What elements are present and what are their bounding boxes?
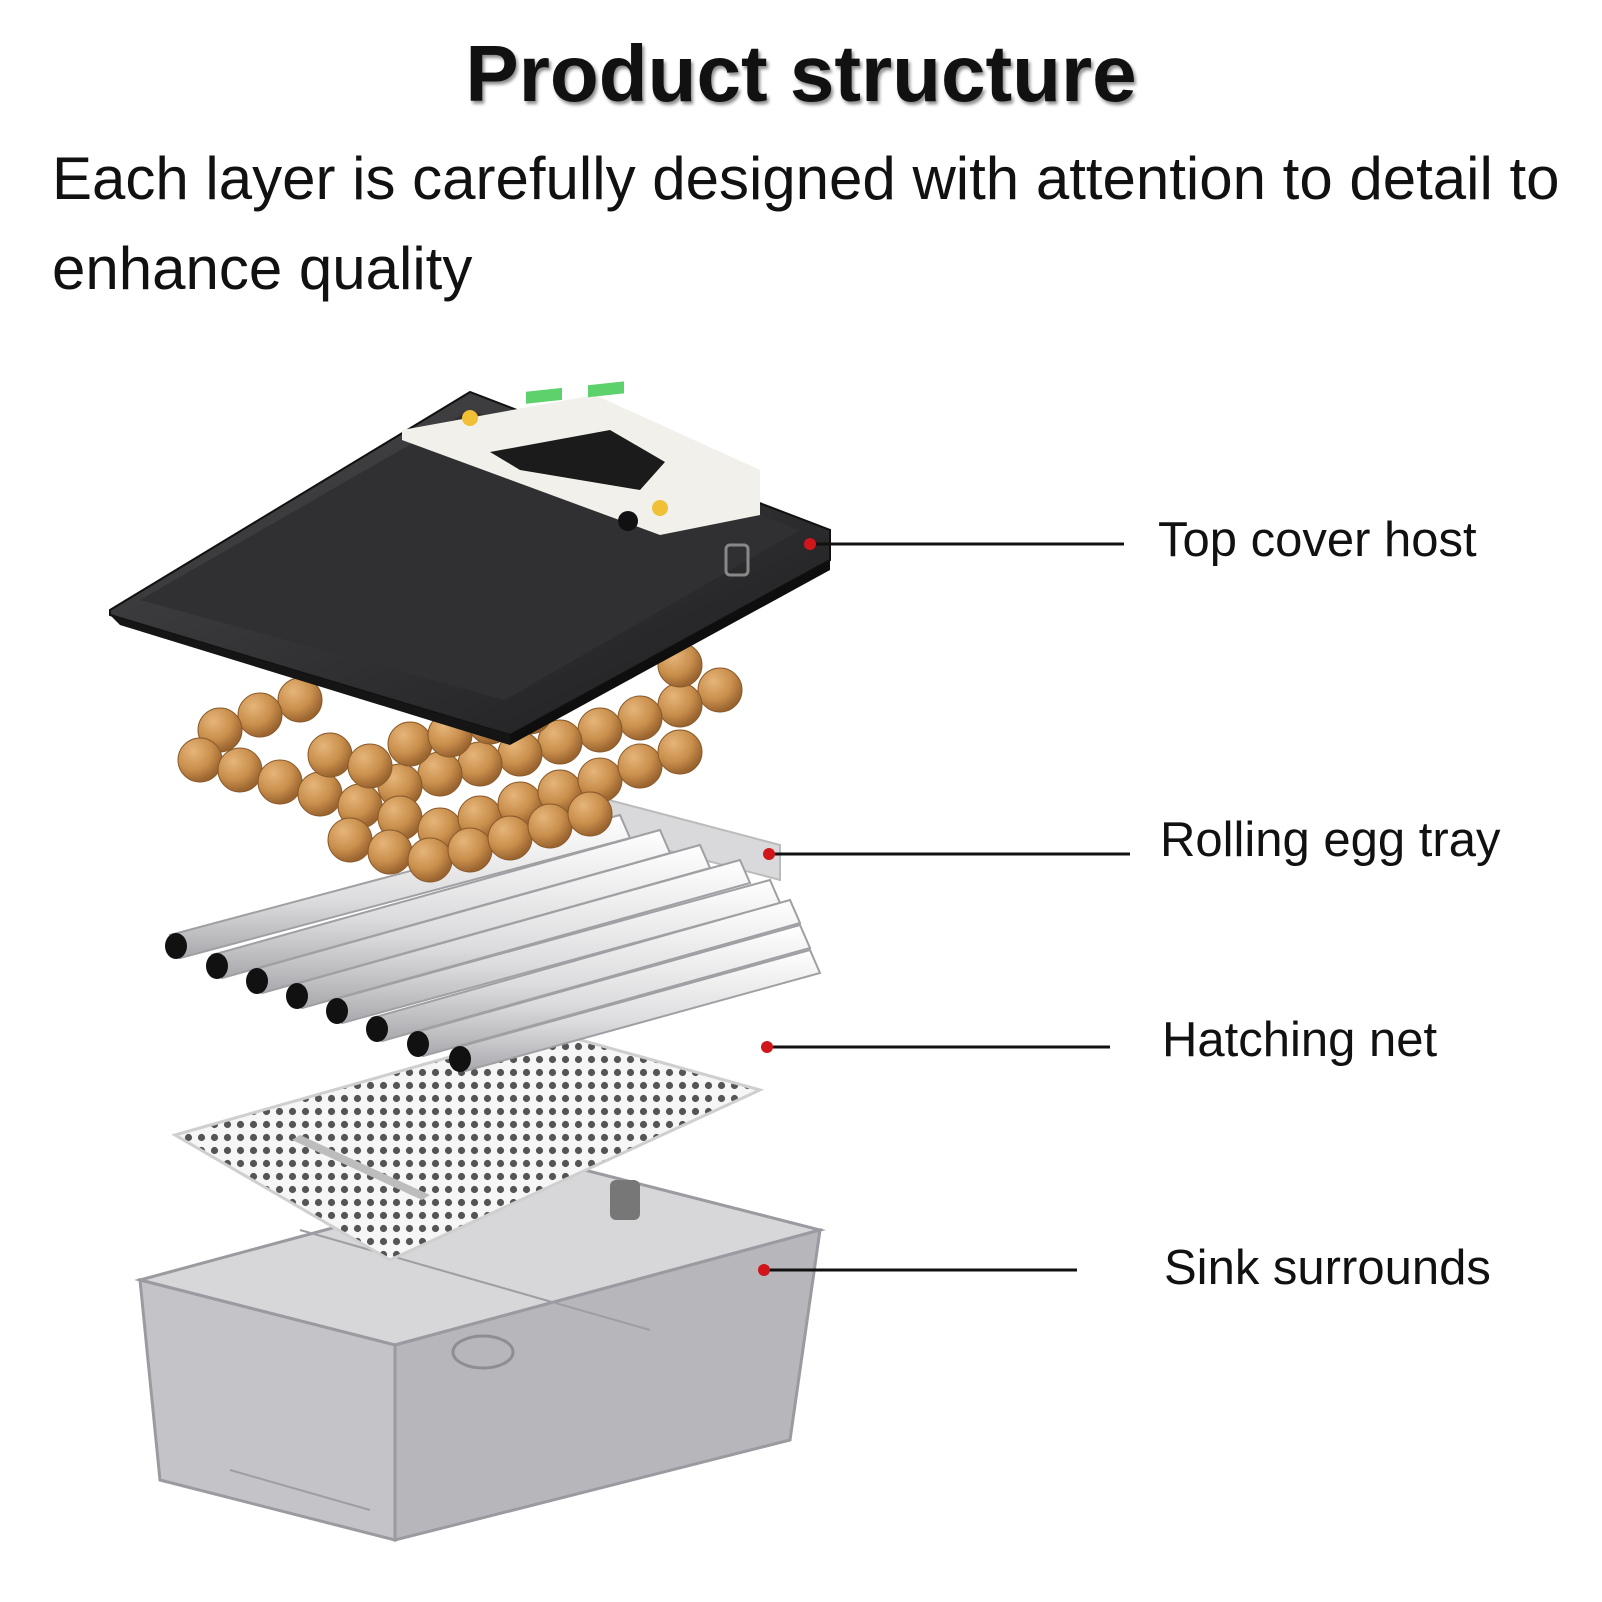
callout-hatching-net: Hatching net <box>1162 1013 1438 1067</box>
hatching-net <box>171 1028 765 1262</box>
callout-rolling-egg-tray: Rolling egg tray <box>1160 813 1501 867</box>
top-cover-host <box>109 381 831 745</box>
sink-base <box>134 1163 826 1542</box>
callout-top-cover-host: Top cover host <box>1158 513 1477 567</box>
callout-rolling-egg-tray-leader <box>763 848 1130 860</box>
control-panel-label <box>402 381 760 535</box>
callout-dot <box>758 1264 770 1276</box>
page-subtitle: Each layer is carefully designed with at… <box>52 145 1560 302</box>
callout-dot <box>763 848 775 860</box>
callout-dot <box>761 1041 773 1053</box>
callout-hatching-net-leader <box>761 1041 1110 1053</box>
callout-top-cover-host-leader <box>804 538 1124 550</box>
callout-dot <box>804 538 816 550</box>
callout-sink-surrounds-leader <box>758 1264 1077 1276</box>
eggs-layer <box>177 642 743 883</box>
page-title: Product structure <box>465 29 1137 118</box>
callout-sink-surrounds: Sink surrounds <box>1164 1241 1491 1295</box>
